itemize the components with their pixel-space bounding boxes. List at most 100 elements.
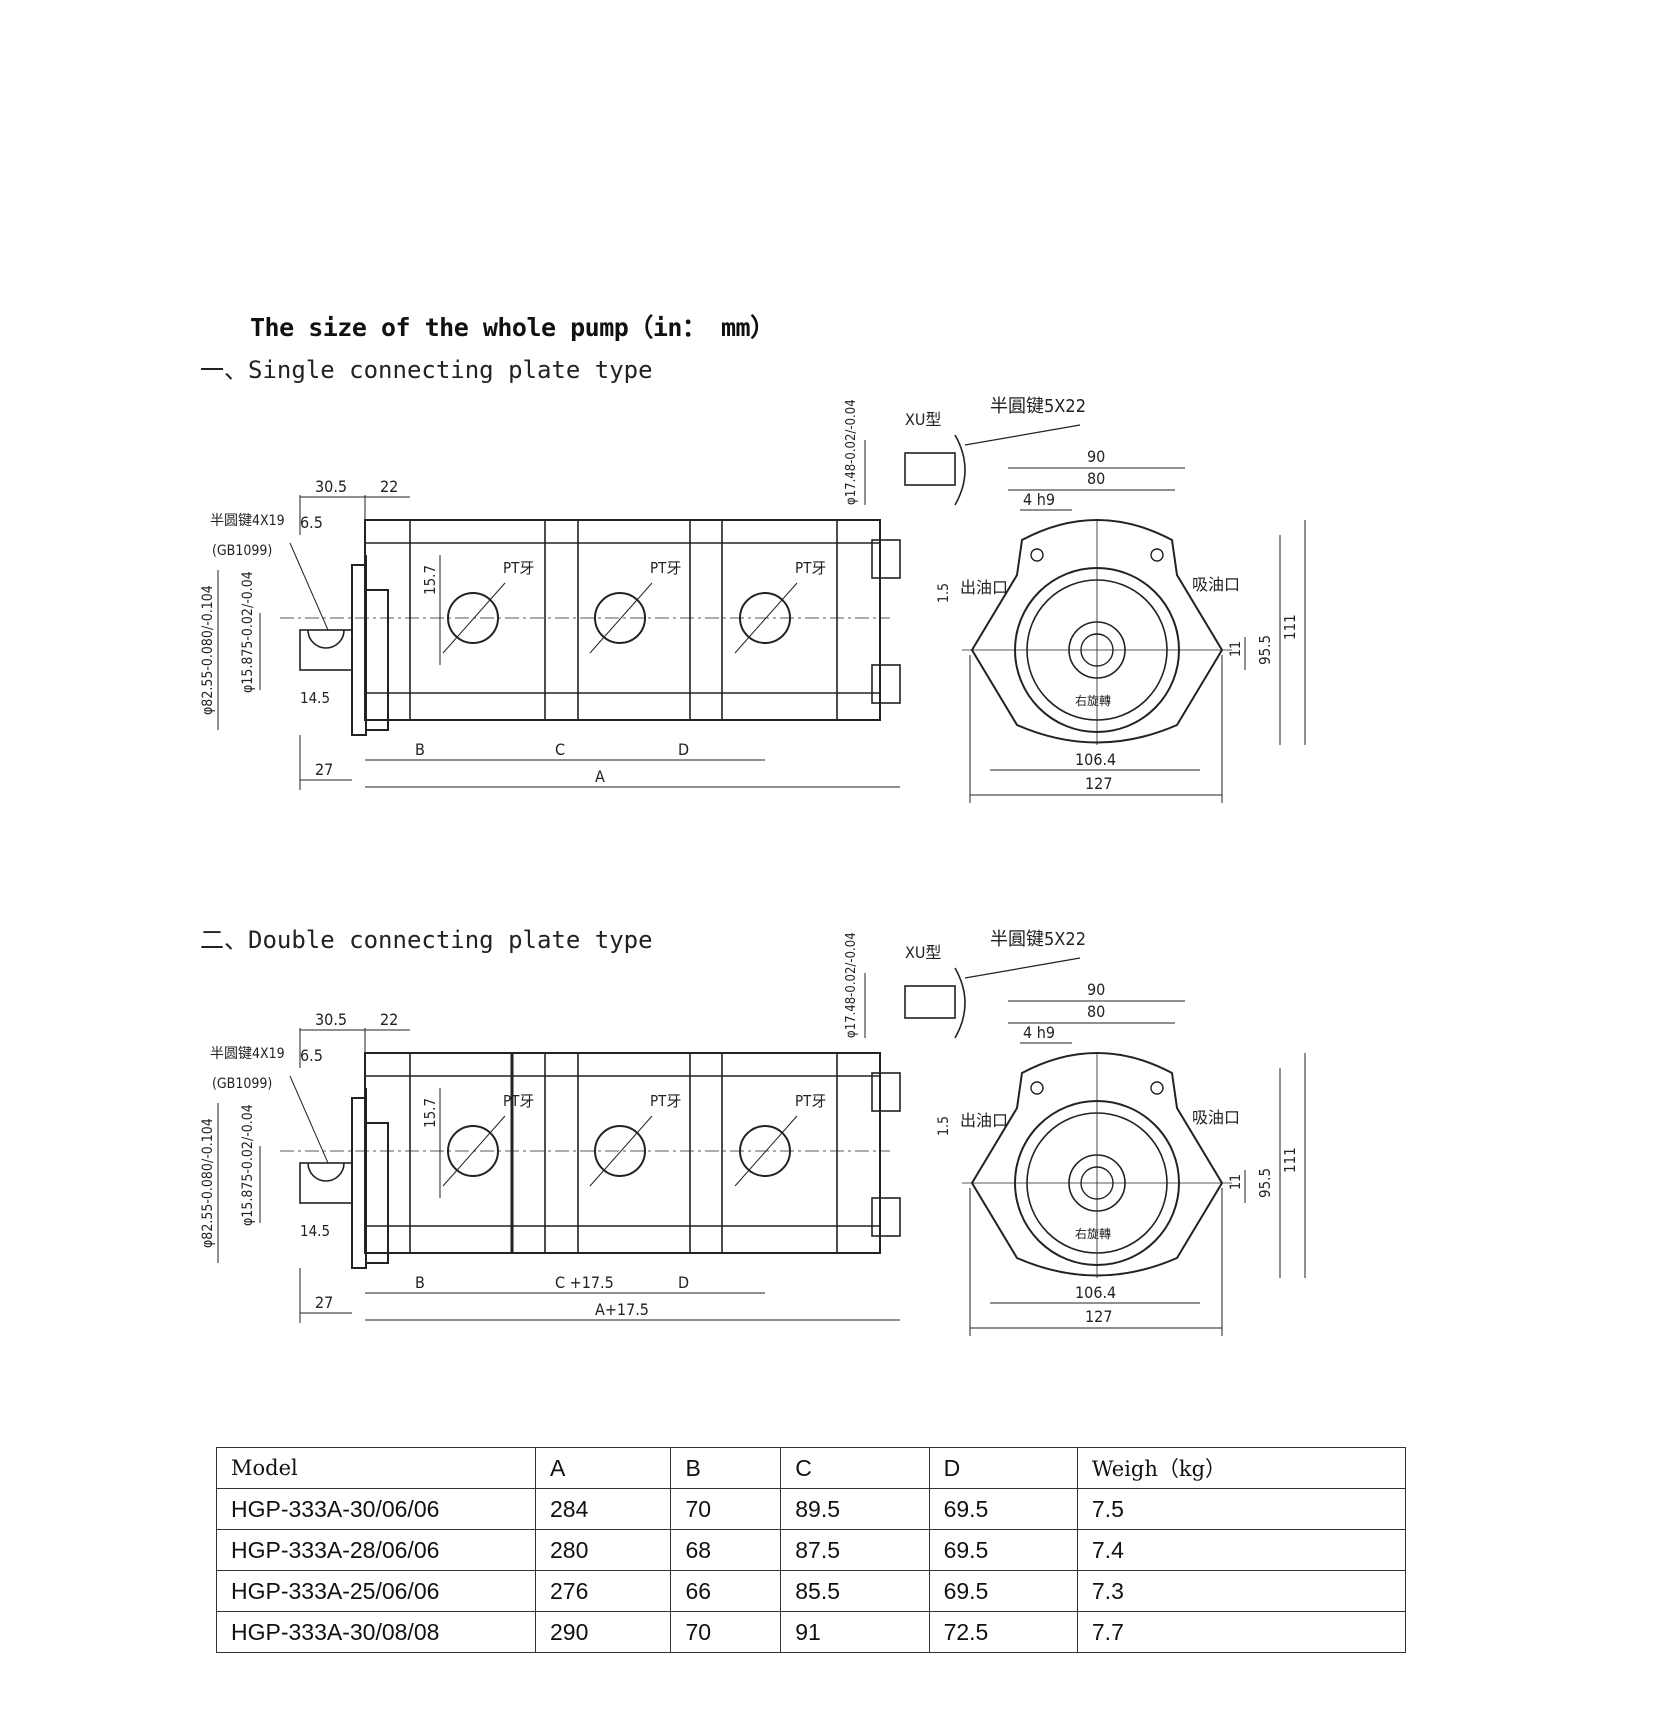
dim-D: D [678,740,689,759]
dim-phi17: φ17.48-0.02/-0.04 [844,399,859,505]
spec-table: Model A B C D Weigh（kg） HGP-333A-30/06/0… [216,1447,1407,1653]
dim-11: 11 [1228,1174,1244,1190]
outlet-label: 出油口 [960,578,1008,597]
key-leader [289,542,329,631]
cell-b: 70 [670,1611,782,1653]
cell-b: 68 [670,1529,782,1571]
dim-15-7: 15.7 [421,565,439,595]
section-title-single: 一、Single connecting plate type [200,356,653,384]
cell-d: 69.5 [928,1488,1078,1530]
end-cap-bottom [871,1197,901,1237]
dim-90: 90 [1087,447,1105,466]
col-header-model: Model [216,1447,536,1489]
cell-model: HGP-333A-25/06/06 [216,1570,536,1612]
dim-phi82: φ82.55-0.080/-0.104 [200,1118,216,1248]
port-label: PT牙 [503,559,534,577]
dim-111: 111 [1281,1147,1299,1173]
flange-step [365,1088,389,1264]
cell-c: 85.5 [780,1570,930,1612]
dim-90: 90 [1087,980,1105,999]
col-header-a: A [534,1447,672,1489]
dim-95-5: 95.5 [1256,635,1274,665]
shaft-detail-body [904,985,956,1019]
cell-model: HGP-333A-30/08/08 [216,1611,536,1653]
dim-30-5: 30.5 [315,1010,347,1029]
port-label: PT牙 [650,1092,681,1110]
dim-27: 27 [315,1293,333,1312]
pump-body-outline [364,1052,881,1254]
cell-b: 66 [670,1570,782,1612]
flange-step [365,555,389,731]
dim-80: 80 [1087,1002,1105,1021]
dim-127: 127 [1085,774,1112,793]
shaft-key [307,629,345,649]
port-leader [442,582,506,654]
dim-80: 80 [1087,469,1105,488]
front-housing [970,1052,1224,1277]
col-header-c: C [780,1447,930,1489]
cell-a: 290 [534,1611,672,1653]
key2-label: 半圓键5X22 [990,929,1086,950]
cell-c: 89.5 [780,1488,930,1530]
shaft-key [307,1162,345,1182]
dim-phi15: φ15.875-0.02/-0.04 [240,1104,256,1226]
bolt-hole [1030,1081,1044,1095]
key2-leader [964,957,1081,979]
port-label: PT牙 [795,1092,826,1110]
cell-model: HGP-333A-30/06/06 [216,1488,536,1530]
cell-c: 87.5 [780,1529,930,1571]
port-label: PT牙 [795,559,826,577]
dim-11: 11 [1228,641,1244,657]
dim-phi82: φ82.55-0.080/-0.104 [200,585,216,715]
table-row: HGP-333A-30/08/08 290 70 91 72.5 7.7 [216,1611,1407,1653]
page-heading: The size of the whole pump（in： mm） [250,313,775,342]
table-row: HGP-333A-28/06/06 280 68 87.5 69.5 7.4 [216,1529,1407,1571]
port-leader [589,582,653,654]
cell-weight: 7.7 [1076,1611,1407,1653]
cell-a: 280 [534,1529,672,1571]
cell-weight: 7.3 [1076,1570,1407,1612]
gb-label: (GB1099) [212,543,272,559]
xu-label: XU型 [905,410,941,429]
port-leader [589,1115,653,1187]
dim-A: A+17.5 [595,1300,649,1319]
cell-a: 284 [534,1488,672,1530]
dim-22: 22 [380,1010,398,1029]
inlet-label: 吸油口 [1192,1108,1240,1127]
table-row: HGP-333A-25/06/06 276 66 85.5 69.5 7.3 [216,1570,1407,1612]
bolt-hole [1150,548,1164,562]
mount-flange [351,564,367,736]
port-circle [594,1125,646,1177]
dim-B: B [415,1273,425,1292]
key2-leader [964,424,1081,446]
dim-D: D [678,1273,689,1292]
dim-27: 27 [315,760,333,779]
drive-shaft [299,629,353,671]
dim-14-5: 14.5 [300,689,330,707]
dim-127: 127 [1085,1307,1112,1326]
drive-shaft [299,1162,353,1204]
dim-14-5: 14.5 [300,1222,330,1240]
key-label: 半圆键4X19 [210,513,285,529]
xu-label: XU型 [905,943,941,962]
port-circle [739,1125,791,1177]
dim-111: 111 [1281,614,1299,640]
dim-15-7: 15.7 [421,1098,439,1128]
port-circle [739,592,791,644]
cell-a: 276 [534,1570,672,1612]
dim-95-5: 95.5 [1256,1168,1274,1198]
dim-6-5: 6.5 [300,1046,323,1065]
dim-22: 22 [380,477,398,496]
outlet-label: 出油口 [960,1111,1008,1130]
dim-phi17: φ17.48-0.02/-0.04 [844,932,859,1038]
table-row: HGP-333A-30/06/06 284 70 89.5 69.5 7.5 [216,1488,1407,1530]
port-label: PT牙 [650,559,681,577]
mount-flange [351,1097,367,1269]
cell-weight: 7.5 [1076,1488,1407,1530]
